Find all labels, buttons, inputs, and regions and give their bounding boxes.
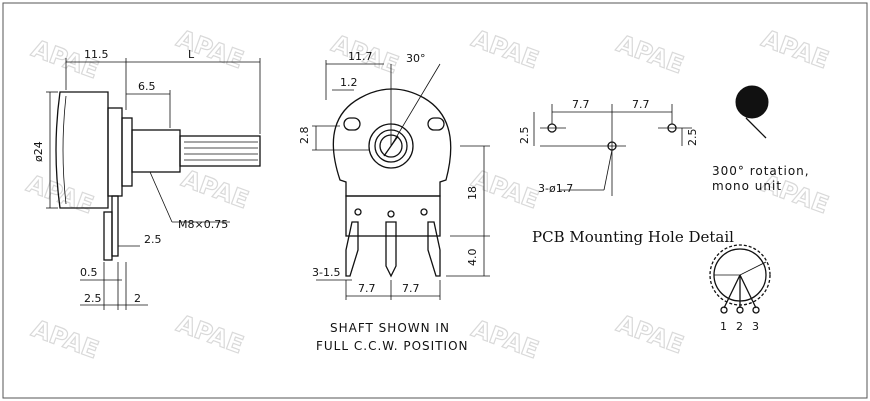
watermark: APAE bbox=[613, 29, 687, 79]
caption-line-1: SHAFT SHOWN IN bbox=[330, 321, 450, 335]
dim-30-deg: 30° bbox=[406, 52, 426, 65]
side-view: 11.5 L 6.5 ø24 M8×0.75 2.5 0.5 2.5 2 bbox=[32, 48, 261, 310]
dim-6-5: 6.5 bbox=[138, 80, 156, 93]
caption-line-2: FULL C.C.W. POSITION bbox=[316, 339, 469, 353]
dim-11-5: 11.5 bbox=[84, 48, 109, 61]
dim-pcb-2-5-right: 2.5 bbox=[686, 129, 699, 147]
dim-thread-m8: M8×0.75 bbox=[178, 218, 228, 231]
dim-4-0: 4.0 bbox=[466, 249, 479, 267]
pcb-detail-title: PCB Mounting Hole Detail bbox=[532, 228, 734, 246]
dim-pcb-7-7-right: 7.7 bbox=[632, 98, 650, 111]
dim-7-7-left: 7.7 bbox=[358, 282, 376, 295]
dim-2-5-terminal: 2.5 bbox=[144, 233, 162, 246]
watermark: APAE bbox=[468, 314, 542, 364]
watermark: APAE bbox=[178, 164, 252, 214]
watermark: APAE bbox=[468, 24, 542, 74]
watermark: APAE bbox=[28, 314, 102, 364]
watermark: APAE bbox=[468, 164, 542, 214]
watermark-layer: APAE APAE APAE APAE APAE APAE APAE APAE … bbox=[22, 24, 833, 365]
dim-2: 2 bbox=[134, 292, 141, 305]
dim-2-5-bottom: 2.5 bbox=[84, 292, 102, 305]
pin-label-2: 2 bbox=[736, 320, 743, 333]
watermark: APAE bbox=[758, 24, 832, 74]
watermark: APAE bbox=[23, 169, 97, 219]
rotation-symbol: 300° rotation, mono unit bbox=[712, 85, 810, 193]
dim-7-7-right: 7.7 bbox=[402, 282, 420, 295]
rotation-note-line-1: 300° rotation, bbox=[712, 164, 810, 178]
dim-11-7: 11.7 bbox=[348, 50, 373, 63]
pin-label-1: 1 bbox=[720, 320, 727, 333]
dim-L: L bbox=[188, 48, 195, 61]
dim-2-8: 2.8 bbox=[298, 127, 311, 145]
dim-pcb-7-7-left: 7.7 bbox=[572, 98, 590, 111]
rotation-dot-icon bbox=[735, 85, 769, 119]
dim-0-5: 0.5 bbox=[80, 266, 98, 279]
dim-1-2: 1.2 bbox=[340, 76, 358, 89]
watermark: APAE bbox=[613, 309, 687, 359]
pcb-detail: 7.7 7.7 2.5 2.5 3-ø1.7 PCB Mounting Hole… bbox=[518, 98, 734, 246]
rotation-note-line-2: mono unit bbox=[712, 179, 782, 193]
knurled-knob-symbol: 1 2 3 bbox=[709, 244, 771, 333]
front-view: 11.7 30° 1.2 2.8 18 4.0 3-1.5 7.7 7.7 bbox=[298, 50, 490, 300]
dim-pcb-hole-diameter: 3-ø1.7 bbox=[538, 182, 573, 195]
pin-label-3: 3 bbox=[752, 320, 759, 333]
watermark: APAE bbox=[173, 309, 247, 359]
dim-18: 18 bbox=[466, 186, 479, 200]
dim-3-1-5: 3-1.5 bbox=[312, 266, 340, 279]
dim-diameter-24: ø24 bbox=[32, 141, 45, 162]
dim-pcb-2-5-left: 2.5 bbox=[518, 127, 531, 145]
watermark: APAE bbox=[173, 24, 247, 74]
